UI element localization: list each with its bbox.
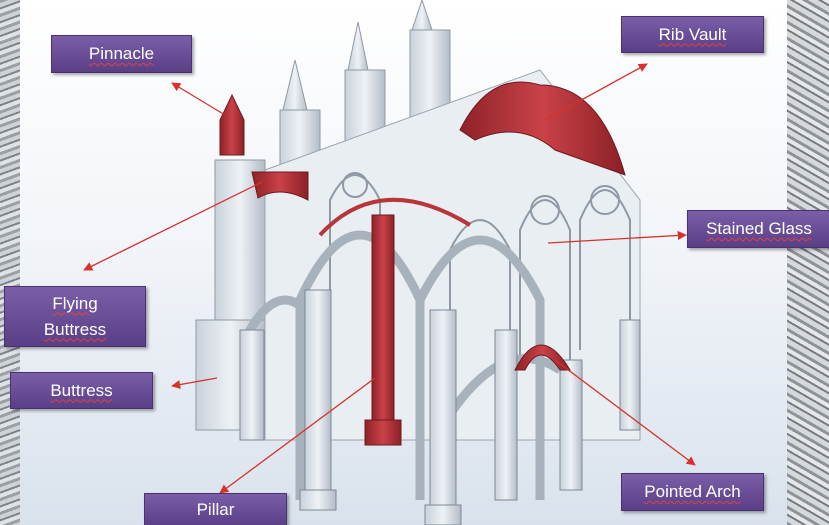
pointer-arrows [83, 63, 696, 494]
stained-glass-windows [329, 172, 631, 370]
arrow-pillar [219, 377, 376, 494]
stone-texture-right [787, 0, 829, 525]
label-pointed-arch: Pointed Arch [621, 473, 764, 511]
label-buttress: Buttress [10, 372, 153, 409]
arrow-pinnacle [171, 82, 226, 116]
label-flying-buttress: Flying Buttress [4, 286, 146, 347]
arrow-buttress [171, 377, 218, 390]
pillar-shape [371, 214, 395, 441]
label-pinnacle: Pinnacle [51, 35, 192, 73]
highlighted-elements [219, 81, 626, 446]
pointed-arch-shape [514, 344, 571, 371]
arrow-pointed-arch [554, 359, 696, 466]
arrow-flying-buttress [83, 181, 263, 271]
pillars [239, 289, 641, 525]
arrow-rib-vault [544, 63, 648, 121]
label-stained-glass: Stained Glass [687, 210, 829, 248]
rib-vault-shape [459, 81, 626, 176]
flying-buttress-shape [251, 171, 309, 201]
arrow-stained-glass [547, 230, 687, 244]
label-pillar: Pillar [144, 493, 287, 525]
label-rib-vault: Rib Vault [621, 16, 764, 53]
pinnacle-shape [219, 93, 245, 156]
